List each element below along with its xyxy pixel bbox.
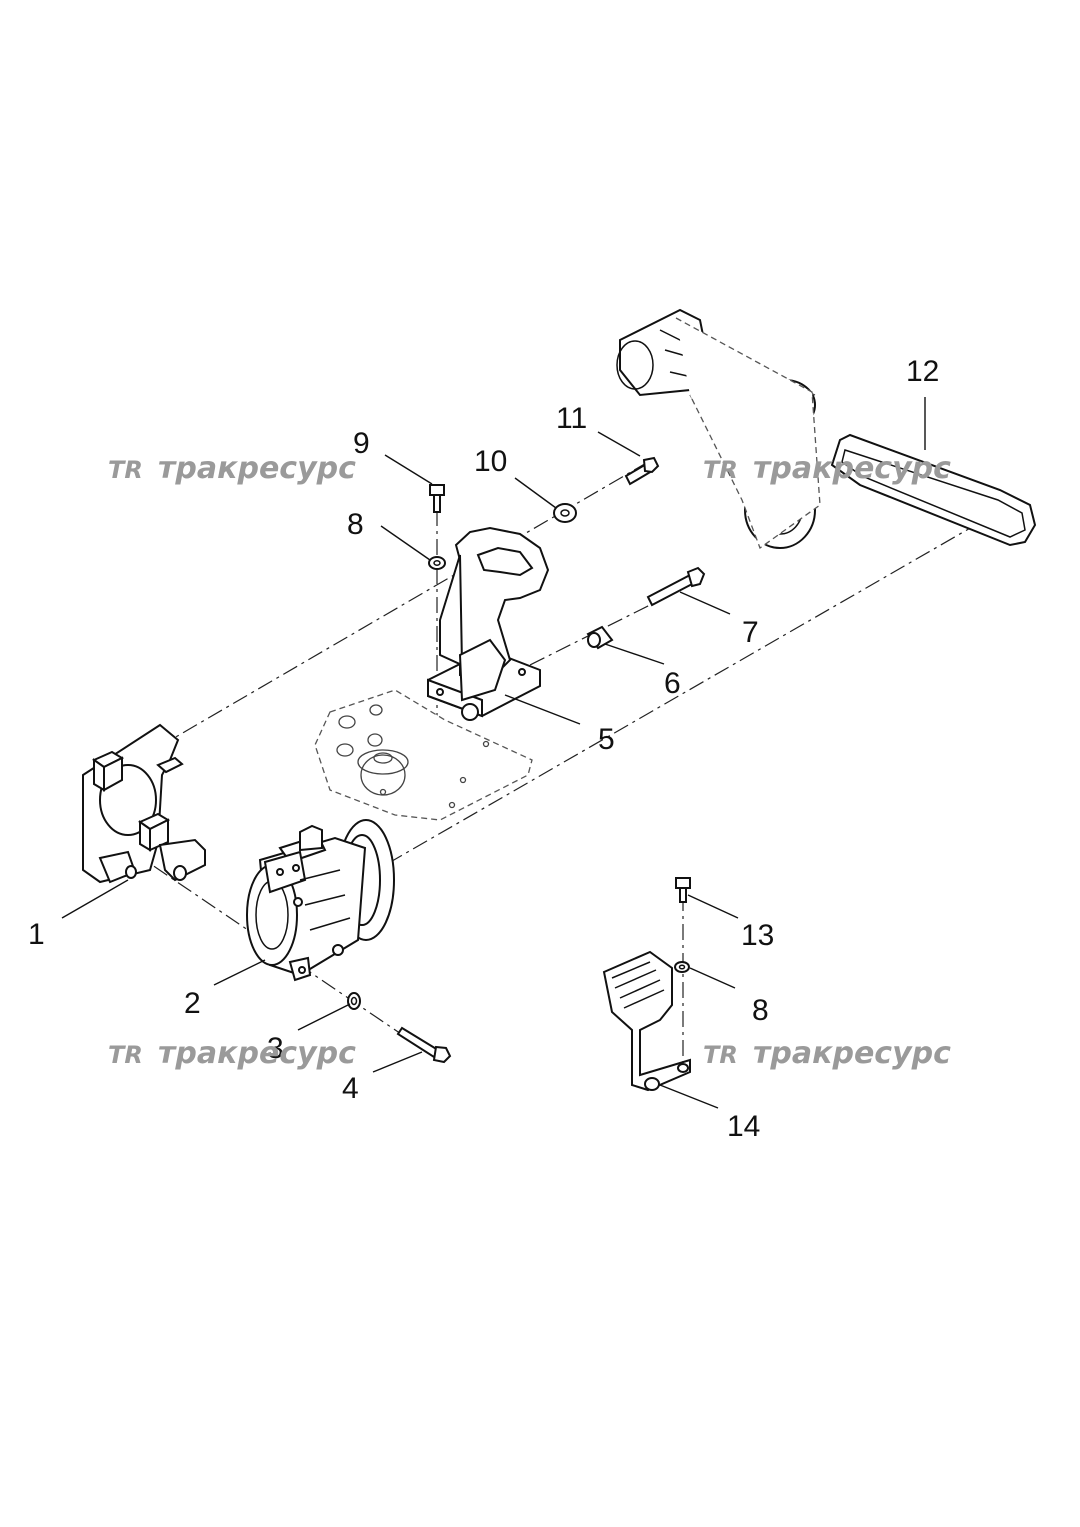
step-bracket-part-14 [602, 950, 691, 1092]
tensioner-bracket-part-5 [427, 526, 550, 721]
callout-5: 5 [598, 723, 615, 756]
washer-part-8-lower [674, 961, 690, 973]
washer-part-8-upper [428, 556, 446, 570]
assembly-centerlines [129, 461, 1006, 1070]
watermark-text: тракресурс [753, 451, 951, 486]
callout-11: 11 [556, 402, 587, 435]
callout-6: 6 [664, 667, 681, 700]
watermark-text: тракресурс [158, 1036, 356, 1071]
leader-lines [61, 397, 926, 1109]
callout-2: 2 [184, 987, 201, 1020]
callout-8-lower: 8 [752, 994, 769, 1027]
callout-7: 7 [742, 616, 759, 649]
watermark-top-right: TR тракресурс [703, 451, 951, 486]
callout-13: 13 [741, 919, 774, 952]
mounting-bracket-part-1 [82, 723, 206, 884]
long-bolt-part-4 [396, 1026, 452, 1064]
callout-9: 9 [353, 427, 370, 460]
bolt-part-13 [675, 877, 691, 903]
watermark-top-left: TR тракресурс [108, 451, 356, 486]
adjustment-bolt-part-7 [646, 566, 706, 607]
watermark-logo: TR [703, 456, 738, 484]
callout-8-upper: 8 [347, 508, 364, 541]
bolt-part-11 [624, 456, 660, 486]
engine-mount-ghost [314, 689, 533, 821]
callout-4: 4 [342, 1072, 359, 1105]
callout-labels: 1 2 3 4 5 6 7 8 8 9 10 11 12 13 14 [28, 355, 939, 1143]
watermark-bottom-right: TR тракресурс [703, 1036, 951, 1071]
watermark-logo: TR [703, 1041, 738, 1069]
watermark-text: тракресурс [158, 451, 356, 486]
ac-compressor-part-2 [246, 819, 395, 982]
watermark-logo: TR [108, 456, 143, 484]
watermark-logo: TR [108, 1041, 143, 1069]
callout-14: 14 [727, 1110, 760, 1143]
bolt-part-9 [429, 484, 445, 513]
washer-part-10 [553, 503, 577, 523]
callout-10: 10 [474, 445, 507, 478]
callout-3: 3 [267, 1032, 284, 1065]
belt-routing-reference [616, 308, 821, 550]
washer-part-3 [347, 992, 361, 1010]
callout-1: 1 [28, 918, 45, 951]
v-belt-part-12 [830, 433, 1037, 547]
spacer-part-6 [586, 625, 614, 650]
watermark-text: тракресурс [753, 1036, 951, 1071]
callout-12: 12 [906, 355, 939, 388]
watermark-bottom-left: TR тракресурс [108, 1036, 356, 1071]
